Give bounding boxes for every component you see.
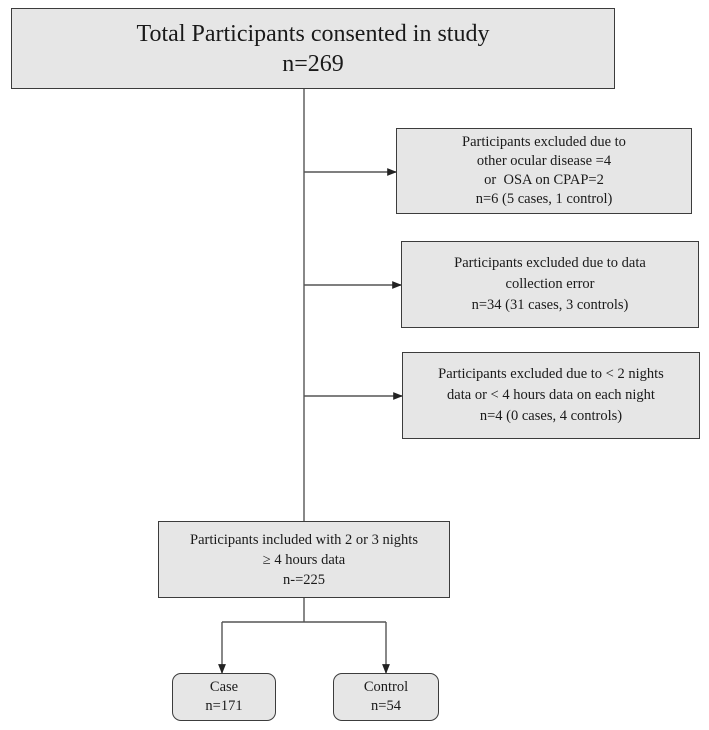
excluded-ocular-line3: or OSA on CPAP=2 — [484, 172, 604, 188]
total-participants-box: Total Participants consented in study n=… — [11, 8, 615, 89]
control-box: Control n=54 — [333, 673, 439, 721]
excluded-nights-count: n=4 (0 cases, 4 controls) — [479, 408, 623, 424]
total-participants-label: Total Participants consented in study — [136, 20, 490, 47]
case-box: Case n=171 — [172, 673, 276, 721]
included-participants-line2: ≥ 4 hours data — [262, 551, 346, 568]
excluded-nights-line1: Participants excluded due to < 2 nights — [438, 366, 664, 382]
case-count: n=171 — [205, 698, 243, 714]
control-label: Control — [363, 679, 409, 695]
included-participants-line1: Participants included with 2 or 3 nights — [190, 531, 418, 548]
control-count: n=54 — [371, 698, 401, 714]
included-participants-box: Participants included with 2 or 3 nights… — [158, 521, 450, 598]
excluded-data-error-line2: collection error — [505, 276, 595, 292]
excluded-nights-box: Participants excluded due to < 2 nights … — [402, 352, 700, 439]
excluded-ocular-line1: Participants excluded due to — [462, 134, 626, 150]
excluded-data-error-line1: Participants excluded due to data — [454, 255, 646, 271]
excluded-data-error-count: n=34 (31 cases, 3 controls) — [471, 297, 629, 313]
included-participants-count: n-=225 — [282, 571, 325, 588]
total-participants-count: n=269 — [282, 50, 344, 77]
excluded-ocular-count: n=6 (5 cases, 1 control) — [475, 191, 613, 207]
excluded-data-error-box: Participants excluded due to data collec… — [401, 241, 699, 328]
excluded-nights-line2: data or < 4 hours data on each night — [447, 387, 655, 403]
case-label: Case — [209, 679, 239, 695]
excluded-ocular-line2: other ocular disease =4 — [476, 153, 612, 169]
excluded-ocular-box: Participants excluded due to other ocula… — [396, 128, 692, 214]
